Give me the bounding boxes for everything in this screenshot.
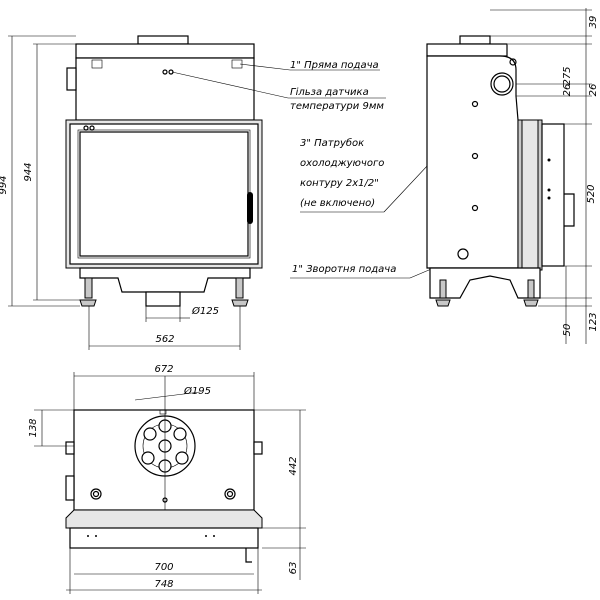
dim-side-26: 26 [562, 84, 573, 97]
dim-top-width: 672 [154, 364, 173, 375]
top-door-strip [65, 509, 263, 529]
dim-side-50: 50 [562, 324, 573, 337]
dim-top-flue-diameter: Ø195 [183, 385, 211, 397]
dim-top-442: 442 [288, 456, 299, 475]
dim-front-width: 562 [155, 334, 174, 345]
callout-sensor-line2: температури 9мм [290, 101, 384, 112]
callout-coil-line4: (не включено) [300, 198, 375, 209]
dim-top-63: 63 [288, 562, 299, 575]
callout-supply: 1" Пряма подача [290, 60, 379, 71]
dim-top-138: 138 [28, 418, 39, 437]
dim-flue-diameter: Ø125 [191, 305, 219, 317]
front-body [75, 57, 255, 121]
callout-coil-line3: контуру 2х1/2" [300, 178, 379, 189]
callout-sensor-line1: Гільза датчика [290, 86, 369, 98]
dim-front-height-total: 994 [0, 175, 9, 194]
dim-side-520: 520 [586, 184, 597, 203]
side-view: 39 275 26 26 520 50 123 [426, 8, 599, 344]
dim-bottom-748: 748 [154, 579, 173, 590]
front-flue-collar [137, 35, 189, 45]
front-base [79, 267, 251, 293]
top-view: 672 Ø195 138 442 63 700 748 [28, 364, 306, 594]
callout-coil-line1: 3" Патрубок [300, 137, 364, 149]
dim-side-275: 275 [562, 66, 573, 85]
side-coil-port [490, 72, 514, 96]
callouts: 1" Пряма подача Гільза датчика температу… [171, 60, 503, 279]
side-body [426, 55, 519, 269]
dim-front-height-body: 944 [23, 162, 34, 181]
front-glass [79, 131, 249, 257]
callout-return: 1" Зворотня подача [292, 264, 396, 275]
door-handle [247, 192, 253, 224]
dim-bottom-700: 700 [154, 562, 173, 573]
front-view: 994 944 Ø125 562 [0, 35, 263, 350]
callout-coil-line2: охолоджуючого [300, 158, 384, 169]
side-return-port [457, 248, 469, 260]
dim-side-top: 39 [588, 16, 599, 29]
dim-side-26b: 26 [588, 84, 599, 97]
dim-side-123: 123 [588, 312, 599, 331]
side-handle [564, 193, 575, 227]
